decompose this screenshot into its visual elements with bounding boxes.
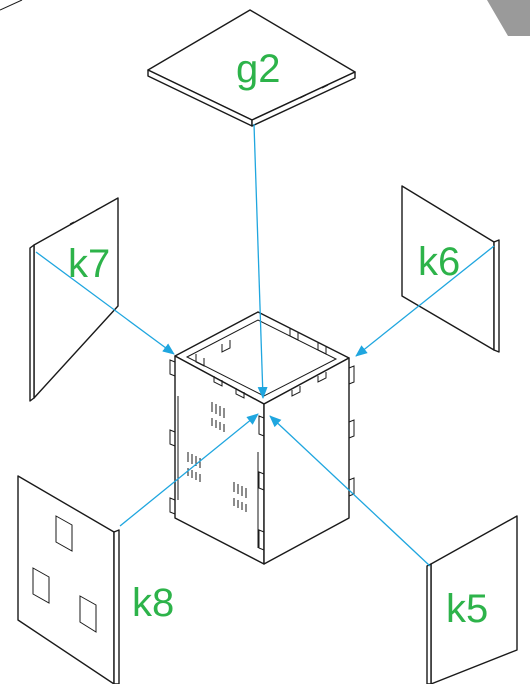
label-k5: k5	[446, 587, 488, 631]
panel-k5	[426, 515, 518, 684]
panel-k7	[29, 197, 119, 402]
corner-line-top-left	[0, 0, 23, 11]
arrow-k8	[119, 413, 259, 527]
arrow-k6	[355, 245, 495, 357]
panel-k6	[401, 185, 500, 353]
panel-g2	[147, 9, 356, 127]
label-g2: g2	[236, 47, 281, 91]
arrow-k7	[35, 251, 175, 355]
assembly-arrows	[35, 123, 495, 567]
label-k7: k7	[68, 242, 110, 286]
label-k8: k8	[132, 581, 174, 625]
label-k6: k6	[418, 240, 460, 284]
arrow-g2	[253, 123, 268, 399]
arrow-k5	[269, 415, 431, 567]
panel-k8	[17, 475, 120, 684]
corner-mark-top-right	[487, 0, 530, 36]
